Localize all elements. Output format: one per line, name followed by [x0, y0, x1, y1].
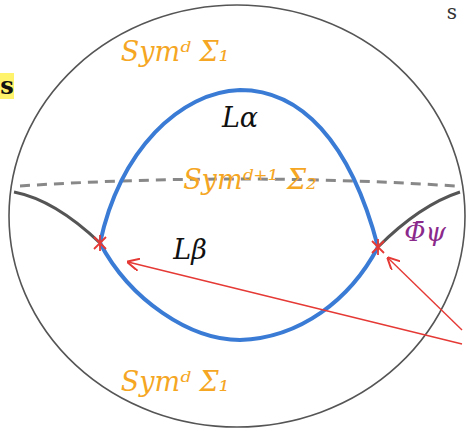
curve-label: Lβ: [173, 235, 207, 265]
curve-beta: [100, 243, 378, 340]
cut-letter: s: [447, 1, 457, 23]
region-label: Symᵈ Σ₁: [121, 37, 230, 67]
curve-label: Lα: [222, 103, 258, 133]
pointer-arrow: [388, 258, 462, 330]
region-label: Symᵈ⁺¹ Σ₂: [183, 165, 317, 195]
equator-front: [14, 192, 460, 247]
region-label: Symᵈ Σ₁: [121, 367, 230, 397]
intersection-star: [372, 239, 384, 255]
curve-alpha: [100, 90, 378, 247]
sphere-outline: [9, 5, 465, 427]
pointer-arrow: [128, 262, 462, 344]
cut-letter: s: [0, 73, 14, 99]
map-label: Φ̄ψ: [404, 218, 446, 247]
intersection-star: [94, 235, 106, 251]
